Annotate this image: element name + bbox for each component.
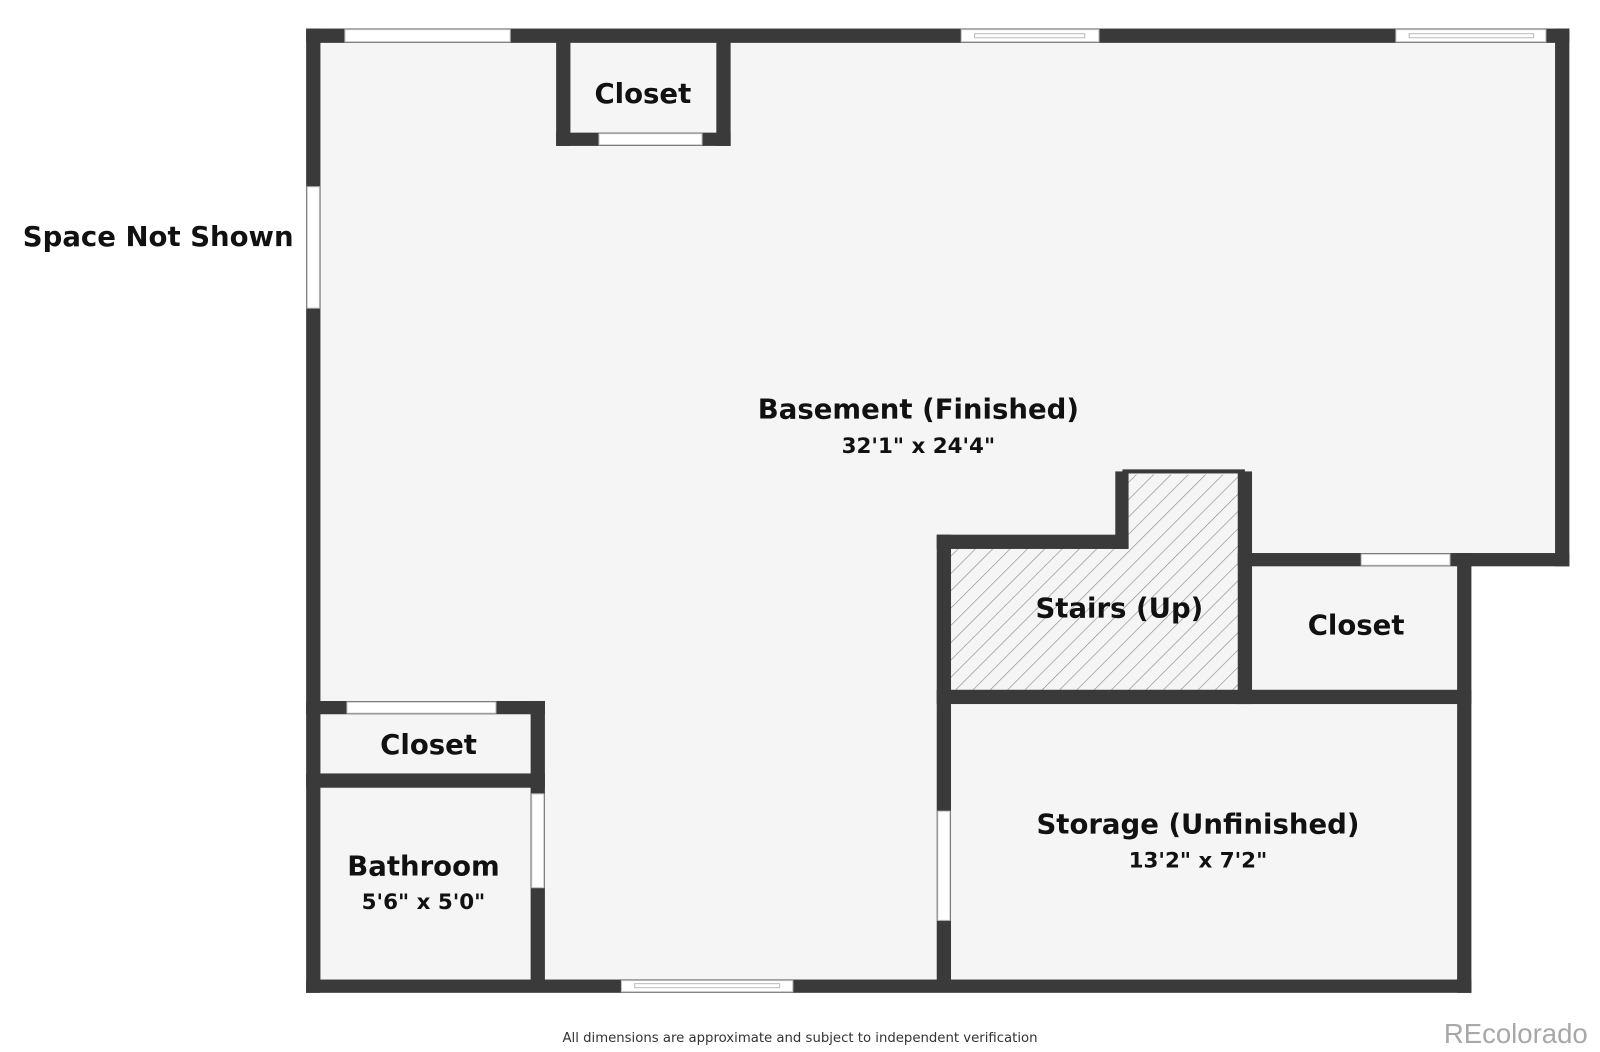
disclaimer-text: All dimensions are approximate and subje… xyxy=(562,1031,1037,1046)
basement-room-name: Basement (Finished) xyxy=(758,393,1079,425)
windows-doors xyxy=(306,29,1547,993)
top-closet-label: Closet xyxy=(594,78,691,110)
stairs-hatch xyxy=(943,474,1245,697)
recolorado-watermark: REcolorado xyxy=(1444,1018,1588,1049)
storage-room-dims: 13'2" x 7'2" xyxy=(1129,848,1268,873)
bathroom-room-name: Bathroom xyxy=(347,850,499,882)
stairs-label: Stairs (Up) xyxy=(1035,592,1203,624)
right-closet-label: Closet xyxy=(1308,610,1405,642)
basement-room-dims: 32'1" x 24'4" xyxy=(842,434,996,459)
floor-area xyxy=(313,35,1563,987)
storage-room-name: Storage (Unfinished) xyxy=(1036,809,1359,841)
left-closet-label: Closet xyxy=(380,729,477,761)
bathroom-room-dims: 5'6" x 5'0" xyxy=(362,890,486,915)
space-not-shown-label: Space Not Shown xyxy=(23,221,294,253)
